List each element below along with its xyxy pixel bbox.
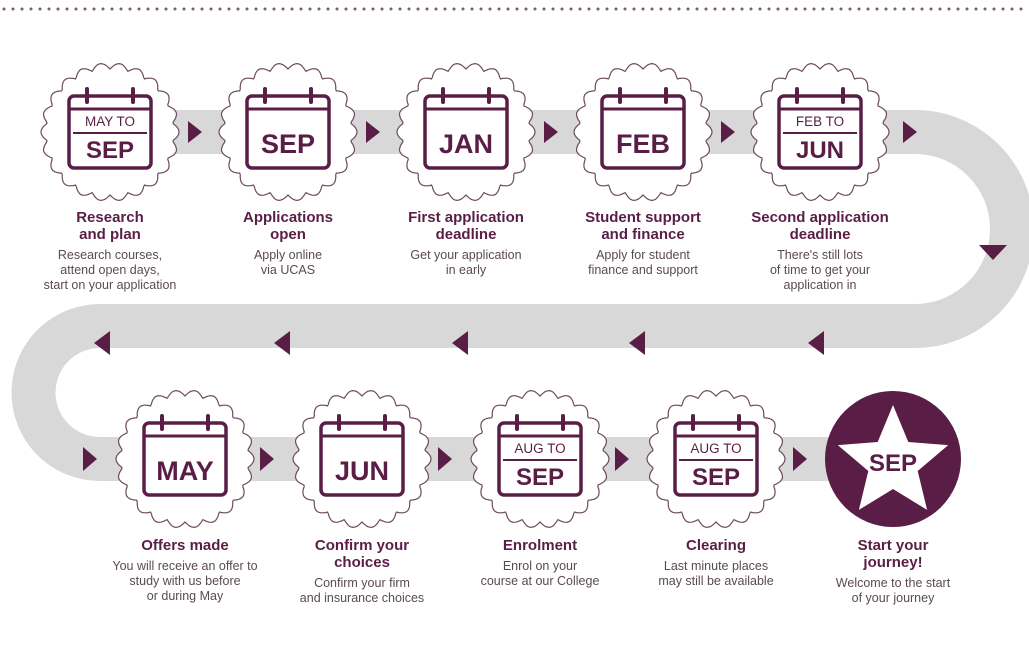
step-description: Apply online via UCAS <box>253 248 323 277</box>
step-badge: FEB <box>573 62 713 202</box>
step-description: Enrol on your course at our College <box>480 559 600 588</box>
step-title: Second application deadline <box>751 209 889 243</box>
step-badge: FEB TO JUN <box>750 62 890 202</box>
step-title: Student support and finance <box>585 209 701 243</box>
step-badge: JUN <box>292 389 432 529</box>
calendar-icon <box>423 87 509 170</box>
arrow-left-icon <box>808 331 824 355</box>
step-badge: SEP <box>218 62 358 202</box>
step-description: You will receive an offer to study with … <box>112 559 258 603</box>
step-title: Offers made <box>141 537 229 554</box>
arrow-right-icon <box>260 447 274 471</box>
arrow-right-icon <box>903 121 917 143</box>
calendar-month: MAY <box>156 456 214 486</box>
calendar-month: SEP <box>692 464 740 491</box>
calendar-month: FEB <box>616 129 670 159</box>
step-description: Confirm your firm and insurance choices <box>299 576 425 605</box>
calendar-icon <box>142 414 228 497</box>
step-title: Enrolment <box>502 537 578 554</box>
calendar-icon <box>319 414 405 497</box>
arrow-left-icon <box>94 331 110 355</box>
step-badge: MAY <box>115 389 255 529</box>
calendar-month: SEP <box>261 129 315 159</box>
arrow-right-icon <box>544 121 558 143</box>
calendar-month: JAN <box>439 129 493 159</box>
road-path <box>11 110 1029 481</box>
step-badge: MAY TO SEP <box>40 62 180 202</box>
step-description: There's still lots of time to get your a… <box>769 248 871 292</box>
calendar-icon <box>497 414 583 497</box>
calendar-icon <box>777 87 863 170</box>
calendar-icon <box>67 87 153 170</box>
calendar-range-label: AUG TO <box>514 441 565 456</box>
calendar-icon <box>245 87 331 170</box>
step-badge: SEP <box>825 391 961 527</box>
step-badge: JAN <box>396 62 536 202</box>
calendar-month: SEP <box>516 464 564 491</box>
step-title: Start your journey! <box>857 537 929 571</box>
road-arrows <box>83 121 1007 471</box>
arrow-left-icon <box>274 331 290 355</box>
step-description: Apply for student finance and support <box>588 248 698 277</box>
calendar-month: SEP <box>869 450 917 477</box>
step-description: Get your application in early <box>410 248 522 277</box>
arrow-right-icon <box>793 447 807 471</box>
step-badge: AUG TO SEP <box>646 389 786 529</box>
arrow-right-icon <box>615 447 629 471</box>
calendar-month: SEP <box>86 137 134 164</box>
arrow-left-icon <box>629 331 645 355</box>
star-icon <box>837 405 949 510</box>
step-title: Research and plan <box>76 209 144 243</box>
step-title: Clearing <box>685 537 746 554</box>
calendar-range-label: AUG TO <box>690 441 741 456</box>
arrow-right-icon <box>438 447 452 471</box>
calendar-month: JUN <box>335 456 389 486</box>
step-badge: AUG TO SEP <box>470 389 610 529</box>
calendar-icon <box>600 87 686 170</box>
step-description: Last minute places may still be availabl… <box>658 559 774 588</box>
calendar-range-label: FEB TO <box>796 114 844 129</box>
step-title: First application deadline <box>408 209 524 243</box>
arrow-right-icon <box>721 121 735 143</box>
arrow-right-icon <box>366 121 380 143</box>
calendar-icon <box>673 414 759 497</box>
step-title: Applications open <box>242 209 333 243</box>
calendar-range-label: MAY TO <box>85 114 135 129</box>
arrow-down-icon <box>979 245 1007 260</box>
arrow-left-icon <box>452 331 468 355</box>
arrow-right-icon <box>83 447 97 471</box>
arrow-right-icon <box>188 121 202 143</box>
step-text: Start your journey! Welcome to the start … <box>808 537 978 606</box>
step-description: Welcome to the start of your journey <box>835 576 951 605</box>
step-description: Research courses, attend open days, star… <box>43 248 177 292</box>
step-title: Confirm your choices <box>314 537 410 571</box>
calendar-month: JUN <box>796 137 844 164</box>
